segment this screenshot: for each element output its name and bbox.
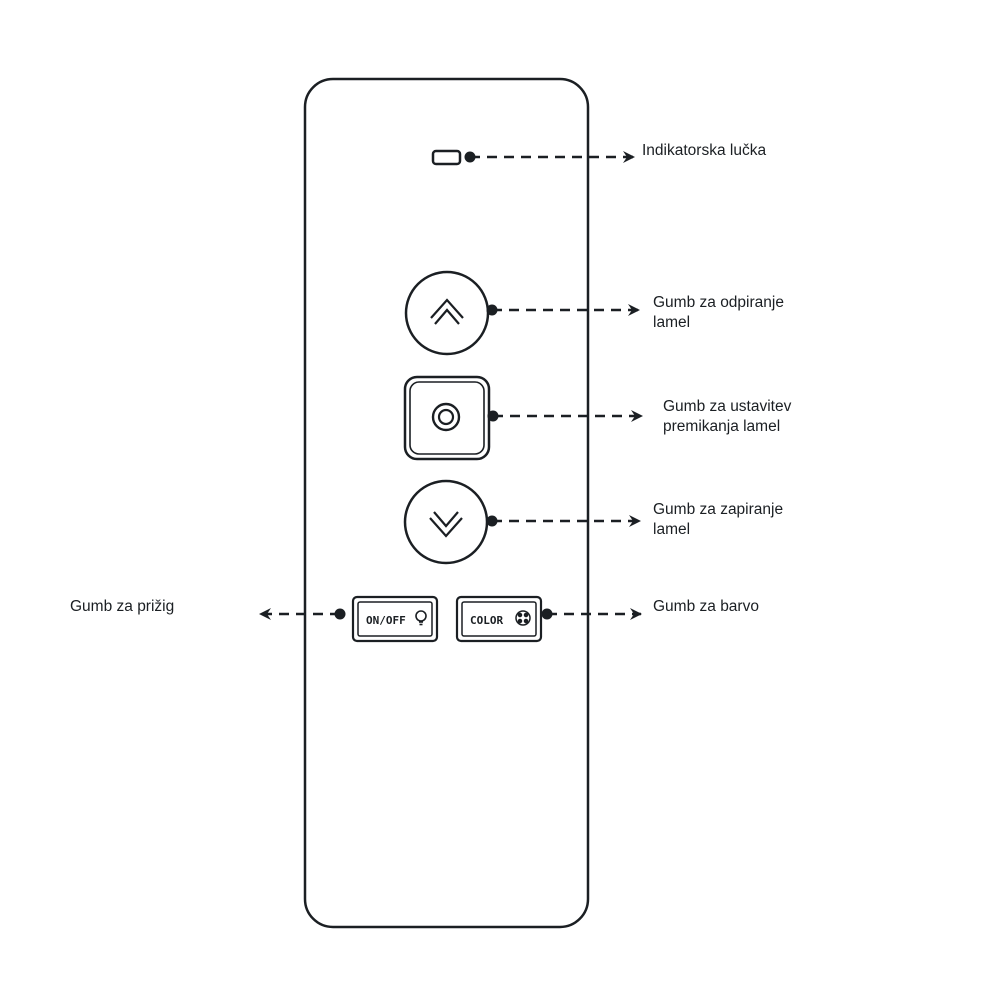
label-close-button-line2: lamel: [653, 521, 691, 538]
label-color-button-line1: Gumb za barvo: [653, 598, 759, 615]
label-color-button: Gumb za barvo: [653, 597, 759, 617]
label-open-button-line1: Gumb za odpiranje: [653, 294, 784, 311]
label-open-button: Gumb za odpiranje lamel: [653, 293, 784, 333]
indicator-light: [431, 149, 462, 166]
callout-power-button: [259, 608, 346, 620]
label-open-button-line2: lamel: [653, 314, 691, 331]
label-power-button-line1: Gumb za prižig: [70, 598, 175, 615]
stop-button[interactable]: [403, 375, 491, 461]
label-indicator-light-line1: Indikatorska lučka: [642, 142, 767, 159]
label-stop-button-line1: Gumb za ustavitev: [663, 398, 792, 415]
open-button[interactable]: [404, 270, 490, 356]
label-close-button: Gumb za zapiranje lamel: [653, 500, 783, 540]
callout-close-button: [486, 515, 641, 527]
on-off-button[interactable]: ON/OFF: [351, 595, 439, 643]
callout-stop-button: [487, 410, 643, 422]
callout-color-button: [541, 608, 642, 620]
on-off-button-label: ON/OFF: [366, 614, 406, 627]
label-close-button-line1: Gumb za zapiranje: [653, 501, 784, 518]
callout-open-button: [486, 304, 640, 316]
stop-ring-icon: [431, 402, 461, 432]
double-chevron-down-icon: [429, 511, 463, 538]
label-power-button: Gumb za prižig: [70, 597, 174, 617]
double-chevron-up-icon: [430, 298, 464, 325]
close-button[interactable]: [403, 479, 489, 565]
label-indicator-light: Indikatorska lučka: [642, 141, 766, 161]
color-button[interactable]: COLOR: [455, 595, 543, 643]
label-stop-button: Gumb za ustavitev premikanja lamel: [663, 397, 791, 437]
palette-icon: [515, 610, 531, 626]
lightbulb-icon: [415, 610, 427, 626]
color-button-label: COLOR: [470, 614, 503, 627]
label-stop-button-line2: premikanja lamel: [663, 418, 781, 435]
callout-indicator-light: [464, 151, 635, 163]
